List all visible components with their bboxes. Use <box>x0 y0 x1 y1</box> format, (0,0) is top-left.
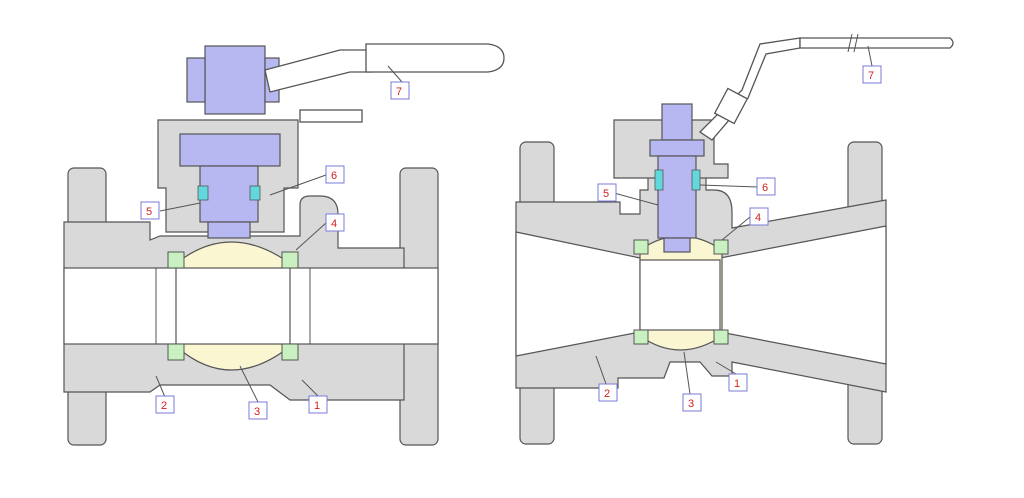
right-callout-1: 1 <box>734 378 740 390</box>
left-valve-stem-tang <box>207 221 251 239</box>
left-valve-handle-arm <box>264 49 373 93</box>
right-valve-stem <box>657 155 697 239</box>
right-valve-seat-bottom-right <box>713 329 729 345</box>
right-valve-gland <box>649 139 705 157</box>
right-valve-handle-sleeve <box>713 87 749 125</box>
right-valve-packing-left <box>654 169 664 191</box>
left-valve-stem-top <box>204 45 266 115</box>
left-valve-seat-top-left <box>167 251 185 269</box>
left-valve-stem <box>199 165 259 223</box>
right-valve-seat-top-left <box>633 239 649 255</box>
left-valve-ball-port <box>175 267 291 345</box>
right-valve-callouts: 7 5 6 4 2 3 1 <box>595 45 882 412</box>
left-valve-stop-plate <box>299 109 363 123</box>
left-valve-seat-bottom-right <box>281 343 299 361</box>
left-valve-seat-bottom-left <box>167 343 185 361</box>
left-valve <box>63 43 505 446</box>
left-callout-2: 2 <box>161 400 167 412</box>
right-callout-7: 7 <box>868 70 874 82</box>
left-callout-6: 6 <box>331 170 337 182</box>
right-callout-2: 2 <box>604 388 610 400</box>
left-callout-7: 7 <box>396 86 402 98</box>
left-valve-seat-top-right <box>281 251 299 269</box>
right-valve-handle-grip <box>799 37 954 49</box>
left-valve-stop-left <box>186 57 206 103</box>
right-valve-stem-tang <box>663 237 691 253</box>
right-valve-seat-top-right <box>713 239 729 255</box>
right-callout-5: 5 <box>603 188 609 200</box>
left-valve-handle-grip <box>365 43 505 73</box>
left-callout-3: 3 <box>254 406 260 418</box>
left-callout-4: 4 <box>331 218 337 230</box>
left-valve-gland <box>179 133 281 167</box>
right-valve-ball-port <box>639 259 721 331</box>
left-valve-callouts: 7 6 5 4 2 3 1 <box>140 65 410 420</box>
right-valve-packing-right <box>691 169 701 191</box>
left-valve-packing-left <box>197 185 209 201</box>
right-valve-seat-bottom-left <box>633 329 649 345</box>
left-callout-1: 1 <box>314 400 320 412</box>
right-valve-stem-top <box>661 103 693 141</box>
right-callout-4: 4 <box>755 212 761 224</box>
right-callout-6: 6 <box>762 182 768 194</box>
left-callout-5: 5 <box>146 206 152 218</box>
left-valve-packing-right <box>249 185 261 201</box>
right-valve <box>515 33 954 445</box>
right-valve-handle-arm <box>698 37 801 141</box>
right-callout-3: 3 <box>688 398 694 410</box>
